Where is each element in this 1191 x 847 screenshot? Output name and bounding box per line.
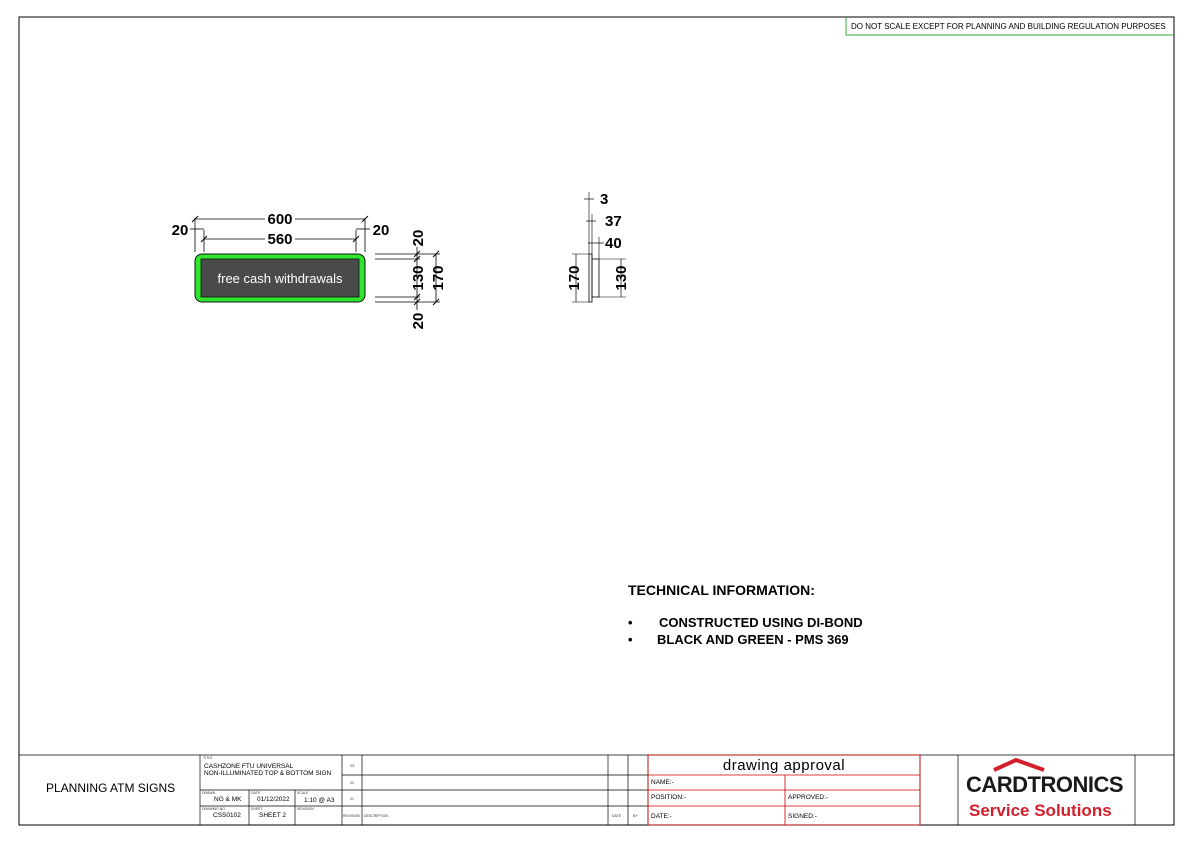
approval-date: DATE:- <box>651 813 672 820</box>
logo-tagline: Service Solutions <box>969 801 1112 820</box>
dim-600: 600 <box>267 211 292 228</box>
sign-text: free cash withdrawals <box>218 271 343 286</box>
rev-col-by: BY <box>633 814 638 818</box>
rev-01: 01 <box>350 797 354 801</box>
sheet-value: SHEET 2 <box>259 812 286 819</box>
rev-col-description: DESCRIPTION <box>364 814 388 818</box>
title-line-2: NON-ILLUMINATED TOP & BOTTOM SIGN <box>204 770 332 777</box>
dim-bottom-20: 20 <box>410 313 427 330</box>
rev-col-date: DATE <box>612 814 622 818</box>
title-block <box>19 754 1174 825</box>
scale-value: 1:10 @ A3 <box>304 797 335 804</box>
title-line-1: CASHZONE FTU UNIVERSAL <box>204 763 294 770</box>
rev-col-revision: REVISION <box>343 814 360 818</box>
approval-box <box>647 754 921 826</box>
date-label: DATE <box>251 791 261 795</box>
scale-notice: DO NOT SCALE EXCEPT FOR PLANNING AND BUI… <box>845 16 1175 36</box>
date-value: 01/12/2022 <box>257 796 290 803</box>
scale-notice-text: DO NOT SCALE EXCEPT FOR PLANNING AND BUI… <box>851 22 1166 31</box>
cardtronics-logo <box>993 757 1045 772</box>
dim-37: 37 <box>605 213 622 230</box>
dim-3: 3 <box>600 191 608 208</box>
project-name: PLANNING ATM SIGNS <box>46 781 176 795</box>
dim-40: 40 <box>605 235 622 252</box>
tech-item-1: CONSTRUCTED USING DI-BOND <box>659 615 863 630</box>
drawn-label: DRAWN <box>202 791 216 795</box>
revision-label: REVISION <box>297 807 314 811</box>
approval-heading: drawing approval <box>722 757 846 774</box>
dim-side-130: 130 <box>613 265 630 290</box>
drawing-no-label: DRAWING NO. <box>202 807 226 811</box>
approval-signed: SIGNED:- <box>788 813 817 820</box>
approval-approved: APPROVED:- <box>788 794 829 801</box>
tech-bullet-2: • <box>628 632 633 647</box>
rev-02: 02 <box>350 781 354 785</box>
tech-info-title: TECHNICAL INFORMATION: <box>628 582 815 598</box>
sign-panel <box>200 258 360 298</box>
tech-item-2: BLACK AND GREEN - PMS 369 <box>657 632 849 647</box>
rev-03: 03 <box>350 764 354 768</box>
logo-roof-icon <box>993 757 1045 772</box>
sheet-frame <box>18 16 1175 826</box>
dim-right-20: 20 <box>373 222 390 239</box>
approval-name: NAME:- <box>651 779 674 786</box>
drawn-value: NG & MK <box>214 796 242 803</box>
tech-bullet-1: • <box>628 615 633 630</box>
dim-130: 130 <box>410 265 427 290</box>
front-view: free cash withdrawals 600 560 20 20 <box>172 211 447 329</box>
dim-side-170: 170 <box>566 265 583 290</box>
side-view: 3 37 40 170 130 <box>566 191 630 303</box>
logo-brand: CARDTRONICS <box>966 772 1124 797</box>
drawing-no-value: CSS0102 <box>213 812 241 819</box>
sheet-label: SHEET <box>251 807 263 811</box>
scale-label: SCALE <box>297 791 309 795</box>
dim-top-20: 20 <box>410 230 427 247</box>
approval-position: POSITION:- <box>651 794 687 801</box>
dim-left-20: 20 <box>172 222 189 239</box>
title-label: TITLE <box>203 756 213 760</box>
dim-560: 560 <box>267 231 292 248</box>
dim-170: 170 <box>430 265 447 290</box>
